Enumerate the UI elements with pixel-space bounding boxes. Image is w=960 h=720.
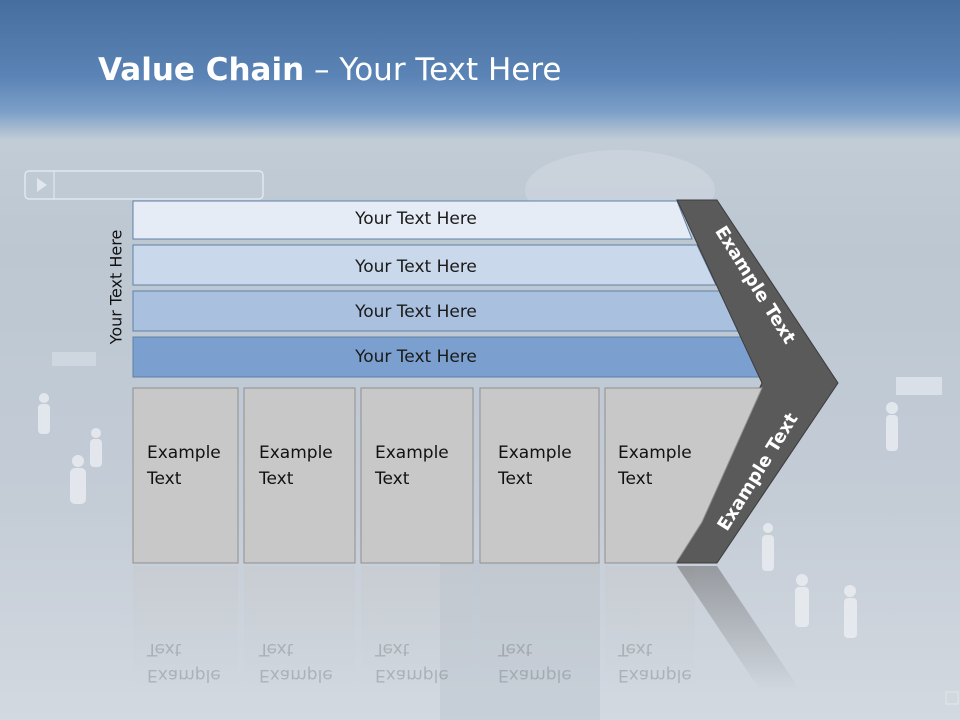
value-bar-1 (132, 200, 693, 240)
activity-box-3 (360, 387, 474, 564)
activity-box-1 (132, 387, 239, 564)
page-title: Value Chain – Your Text Here (98, 52, 562, 88)
activity-box-5 (604, 387, 763, 564)
diagram-reflection (133, 566, 800, 690)
header-band (0, 0, 960, 140)
bar-label-3: Your Text Here (355, 302, 477, 322)
chevron-arrow (676, 199, 839, 564)
activity-box-2 (243, 387, 356, 564)
bar-label-1: Your Text Here (355, 209, 477, 229)
bar-label-2: Your Text Here (355, 257, 477, 277)
bar-label-4: Your Text Here (355, 347, 477, 367)
activity-box-4 (479, 387, 600, 564)
